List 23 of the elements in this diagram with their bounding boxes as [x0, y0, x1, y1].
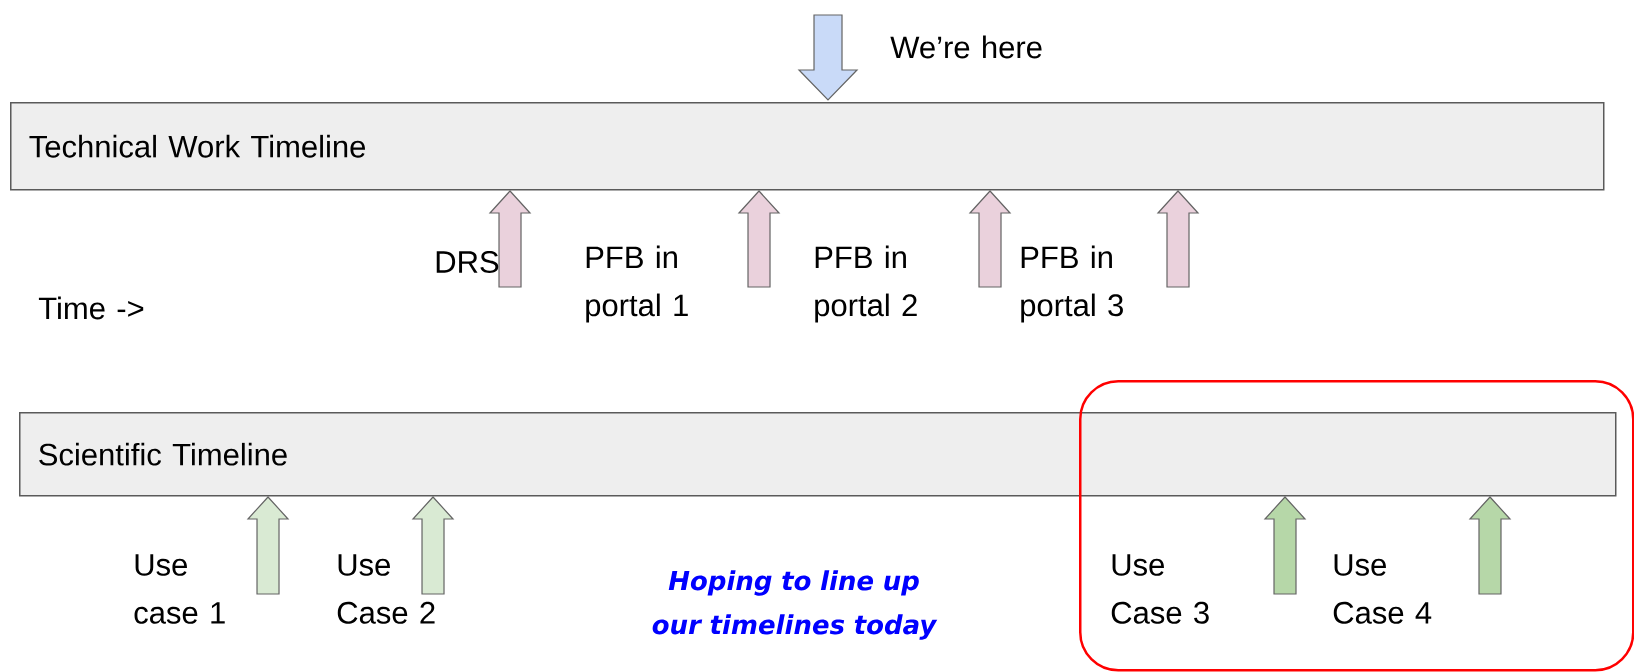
block-arrow: [968, 190, 1012, 288]
label-text: PFB in portal 3: [1021, 245, 1123, 323]
timeline-bar: Scientific Timeline: [19, 412, 1617, 497]
block-arrow: [1263, 496, 1307, 595]
block-arrow: [1468, 496, 1512, 595]
label-text: Use Case 2: [337, 554, 435, 624]
note-text: Hoping to line up our timelines today: [652, 570, 938, 640]
label-text: PFB in portal 2: [815, 245, 917, 323]
label-text: DRS: [436, 251, 499, 273]
label-text: We’re here: [890, 35, 1042, 59]
block-arrow: [1156, 190, 1200, 288]
block-arrow: [411, 496, 455, 595]
label-text: Use Case 4: [1333, 554, 1432, 624]
block-arrow: [246, 496, 290, 595]
block-arrow: [737, 190, 781, 288]
label-text: Time ->: [38, 296, 144, 320]
block-arrow: [797, 14, 859, 101]
label-text: Use Case 3: [1111, 554, 1209, 624]
block-arrow: [488, 190, 532, 288]
highlight-frame: [1079, 380, 1634, 672]
label-text: PFB in portal 1: [586, 245, 688, 323]
label-text: Use case 1: [134, 554, 225, 624]
timeline-bar: Technical Work Timeline: [10, 102, 1605, 191]
